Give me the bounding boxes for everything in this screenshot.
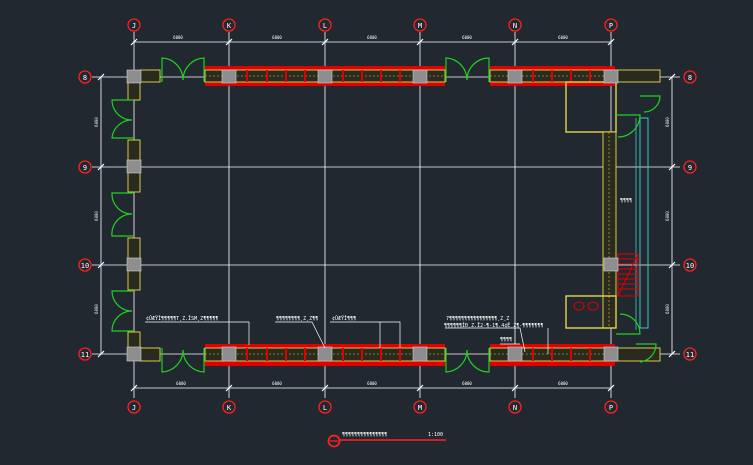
axis-label-bottom-k: K (227, 404, 232, 412)
axis-label-bottom-m: M (418, 404, 422, 412)
note-right-2: ¶¶¶¶¶¶ÎÐ¸Z.Ï2-¶-1¶.4¢Ê¸Z¶-¶¶¶¶¶¶¶ (444, 321, 543, 329)
axis-bubbles-left (78, 70, 92, 361)
axis-label-left-11: 11 (81, 351, 89, 359)
dimension-lines (100, 41, 673, 389)
axis-label-bottom-l: L (323, 404, 327, 412)
annotation-leaders (145, 321, 549, 354)
axis-label-right-11: 11 (686, 351, 694, 359)
dim-top-4: 6000 (462, 35, 472, 40)
stair-label: ¶¶¶¶ (620, 198, 632, 204)
axis-label-right-10: 10 (686, 262, 694, 270)
fixtures (573, 301, 599, 311)
axis-label-top-p: P (609, 22, 613, 30)
doors (111, 57, 661, 373)
axis-bubbles-right (683, 70, 697, 361)
axis-label-bottom-p: P (609, 404, 613, 412)
axis-label-bottom-j: J (132, 404, 136, 412)
dimension-ticks (97, 38, 676, 392)
dim-left-1: 6000 (94, 117, 99, 127)
axis-label-left-10: 10 (81, 262, 89, 270)
axis-label-top-m: M (418, 22, 422, 30)
window-mullions (246, 70, 591, 361)
note-right-1: 7¶¶¶¶¶¶¶¶¶¶¶¶¶¶¶¶¸Z¸Z (446, 316, 509, 322)
dim-right-2: 6000 (665, 211, 670, 221)
dim-top-3: 6000 (367, 35, 377, 40)
drawing-title: ¶¶¶¶¶¶¶¶¶¶¶¶¶¶¶ 1:100 (327, 432, 446, 448)
dim-bottom-4: 6000 (462, 381, 472, 386)
axis-bubbles-bottom (127, 400, 618, 414)
axis-label-bottom-n: N (513, 404, 517, 412)
dim-top-5: 6000 (558, 35, 568, 40)
dim-bottom-2: 6000 (272, 381, 282, 386)
note-left-bottom: ¢ÛÆŸÎ¶¶¶¶¶T¸Z.ÎSM¸Z¶¶¶¶¶ (146, 315, 218, 322)
axis-label-top-n: N (513, 22, 517, 30)
axis-label-left-9: 9 (83, 164, 87, 172)
dim-right-3: 6000 (665, 304, 670, 314)
note-mid-1: ¶¶¶¶¶¶¶¶¸Z¸Z¶¶ (276, 316, 318, 322)
scale-text: 1:100 (428, 432, 443, 438)
dim-left-3: 6000 (94, 304, 99, 314)
axis-label-top-j: J (132, 22, 136, 30)
dim-right-1: 6000 (665, 117, 670, 127)
note-right-3: ¶¶¶¶ (500, 337, 512, 343)
title-text: ¶¶¶¶¶¶¶¶¶¶¶¶¶¶¶ (342, 432, 387, 438)
dim-bottom-1: 6000 (176, 381, 186, 386)
right-room (565, 81, 649, 330)
axis-label-right-8: 8 (688, 74, 692, 82)
dim-bottom-3: 6000 (367, 381, 377, 386)
axis-label-left-8: 8 (83, 74, 87, 82)
axis-label-right-9: 9 (688, 164, 692, 172)
note-mid-2: ¢ÛÆŸÎ¶¶¶ (332, 315, 356, 322)
columns (126, 69, 619, 362)
axis-bubbles-top (127, 18, 618, 32)
stair (617, 253, 639, 297)
dim-bottom-5: 6000 (558, 381, 568, 386)
dim-left-2: 6000 (94, 211, 99, 221)
axis-label-top-k: K (227, 22, 232, 30)
axis-label-top-l: L (323, 22, 327, 30)
dim-top-2: 6000 (272, 35, 282, 40)
dim-top-1: 6000 (173, 35, 183, 40)
